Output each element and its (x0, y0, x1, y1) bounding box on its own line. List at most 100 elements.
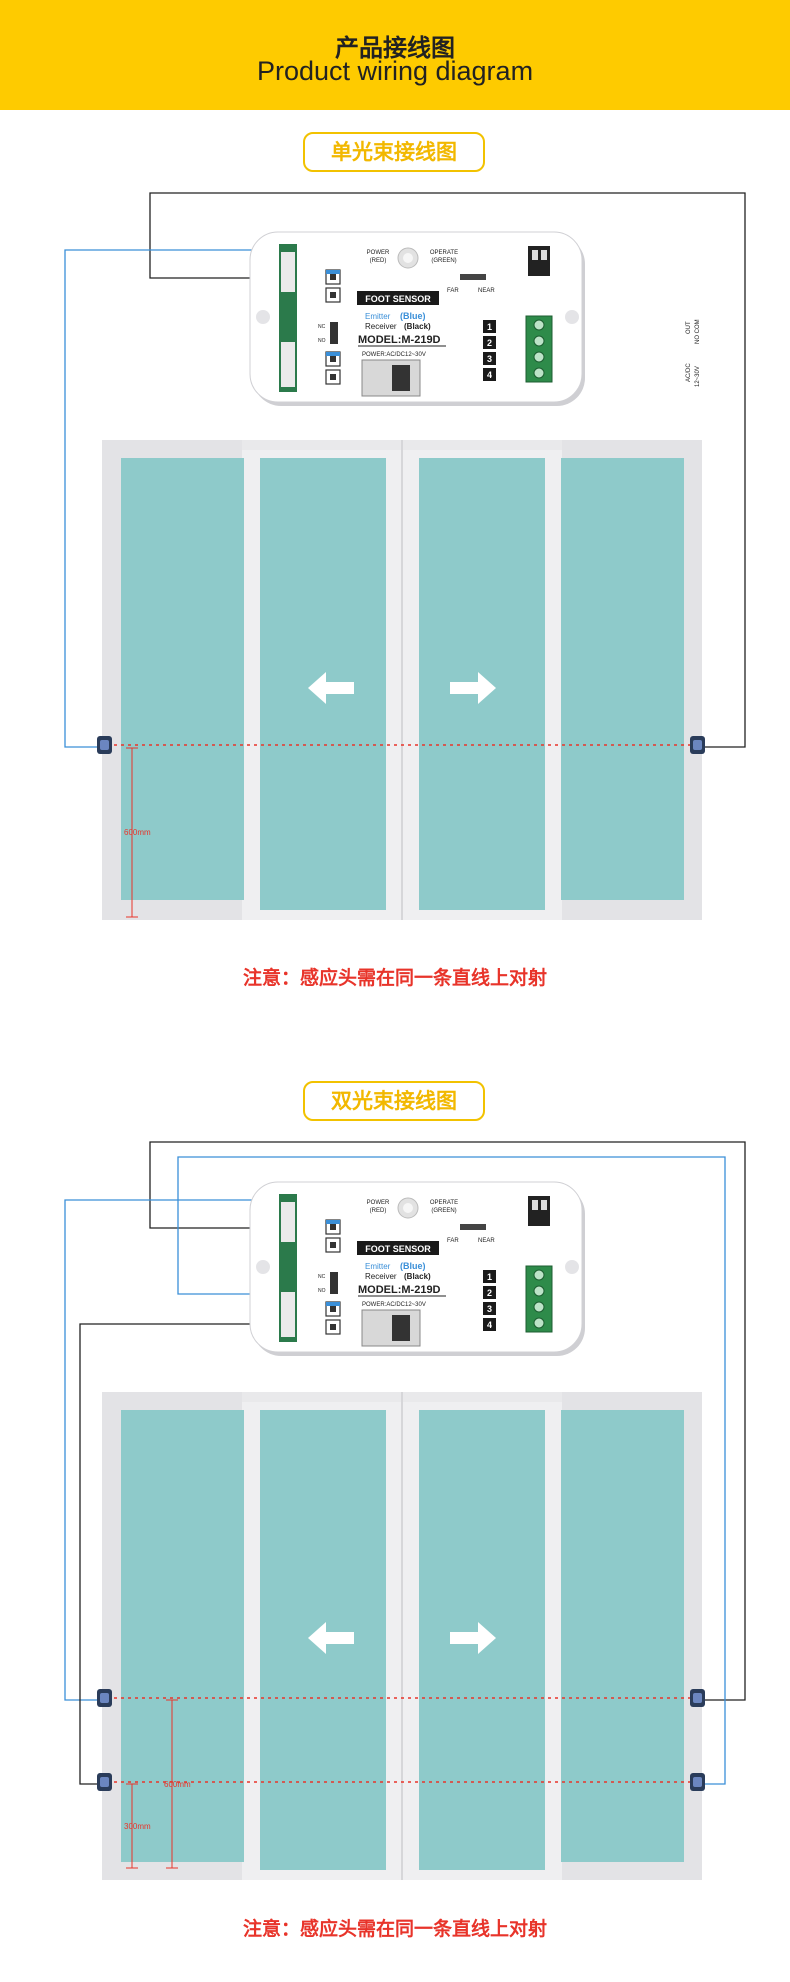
no-label: NO (318, 338, 326, 344)
receiver-wire-2 (79, 1323, 280, 1785)
emitter-sensor-lower-icon (97, 1773, 112, 1791)
sliding-door (102, 1392, 702, 1880)
operate-led-color-label: (GREEN) (431, 258, 456, 264)
receiver-label: Receiver (365, 1272, 397, 1281)
terminal-number: 2 (487, 1288, 492, 1298)
height-label-upper: 600mm (164, 1780, 191, 1789)
receiver-sensor-lower-icon (690, 1773, 705, 1791)
component-window (361, 359, 421, 397)
power-spec-label: POWER:AC/DC12~30V (362, 1302, 426, 1308)
terminal-screw (533, 1301, 545, 1313)
range-slider (460, 1224, 486, 1230)
power-led-color-label: (RED) (370, 1208, 387, 1214)
dip-switch-toggle (541, 250, 547, 260)
receiver-sensor-upper-icon (690, 1689, 705, 1707)
emitter-jack-mark (326, 352, 340, 356)
component-chip (392, 365, 410, 391)
receiver-wire (149, 192, 746, 748)
operate-led-label: OPERATE (430, 1200, 458, 1206)
emitter-jack-mark (326, 1220, 340, 1224)
header-title-zh: 产品接线图 (335, 34, 455, 62)
pcb-connector (281, 252, 295, 292)
glass-panel (121, 1410, 244, 1862)
supply-label: AC/DC (686, 363, 692, 382)
sliding-door (102, 440, 702, 920)
terminal-screw (533, 319, 545, 331)
far-label: FAR (447, 288, 459, 294)
glass-panel (561, 458, 684, 900)
terminal-number-box (483, 1270, 496, 1283)
pcb-connector (281, 342, 295, 387)
brand-label: FOOT SENSOR (365, 1244, 431, 1254)
arrow-right-icon (450, 672, 496, 704)
terminal-number-box (483, 1286, 496, 1299)
mount-hole (256, 1260, 270, 1274)
height-label-lower: 300mm (124, 1822, 151, 1831)
emitter-wire-1 (64, 1199, 280, 1701)
emitter-color-label: (Blue) (400, 311, 426, 321)
mount-hole (565, 1260, 579, 1274)
near-label: NEAR (478, 288, 495, 294)
arrow-right-icon (450, 1622, 496, 1654)
emitter-jack-mark (326, 1302, 340, 1306)
height-label: 600mm (124, 828, 151, 837)
height-dimension-upper (166, 1699, 178, 1869)
no-label: NO (318, 1288, 326, 1294)
receiver-color-label: (Black) (404, 1272, 431, 1281)
terminal-number: 4 (487, 1320, 492, 1330)
section1-title: 单光束接线图 (303, 132, 485, 172)
pcb-connector (281, 1292, 295, 1337)
jack-pin (330, 356, 336, 362)
terminal-screw (533, 1285, 545, 1297)
operate-led-label: OPERATE (430, 250, 458, 256)
status-led-center (403, 1203, 413, 1213)
terminal-number-box (483, 320, 496, 333)
terminal-number-box (483, 1318, 496, 1331)
terminal-number: 1 (487, 322, 492, 332)
emitter-sensor-upper-icon (97, 1689, 112, 1707)
nc-no-switch (330, 322, 338, 344)
terminal-number: 3 (487, 354, 492, 364)
emitter-label: Emitter (365, 1262, 391, 1271)
terminal-number-box (483, 352, 496, 365)
out-terms-label: NO COM (695, 319, 701, 344)
jack-pin (330, 374, 336, 380)
jack-pin (330, 1306, 336, 1312)
range-slider (460, 274, 486, 280)
emitter-color-label: (Blue) (400, 1261, 426, 1271)
status-led-center (403, 253, 413, 263)
terminal-screw (533, 351, 545, 363)
arrow-left-icon (308, 1622, 354, 1654)
terminal-number-box (483, 368, 496, 381)
emitter-wire (64, 249, 280, 748)
dip-switch-toggle (532, 250, 538, 260)
operate-led-color-label: (GREEN) (431, 1208, 456, 1214)
page-header: 产品接线图 Product wiring diagram (0, 0, 790, 110)
jack-pin (330, 274, 336, 280)
dip-switch-toggle (541, 1200, 547, 1210)
arrow-left-icon (308, 672, 354, 704)
height-dimension-lower (126, 1783, 138, 1869)
jack-pin (330, 292, 336, 298)
near-label: NEAR (478, 1238, 495, 1244)
terminal-number: 2 (487, 338, 492, 348)
jack-pin (330, 1242, 336, 1248)
jack-pin (330, 1224, 336, 1230)
terminal-screw (533, 1317, 545, 1329)
terminal-number: 1 (487, 1272, 492, 1282)
jack-pin (330, 1324, 336, 1330)
component-chip (392, 1315, 410, 1341)
terminal-screw (533, 1269, 545, 1281)
header-title-en: Product wiring diagram (256, 56, 534, 86)
receiver-sensor-icon (690, 736, 705, 754)
brand-label: FOOT SENSOR (365, 294, 431, 304)
section2-note: 注意：感应头需在同一条直线上对射 (242, 1918, 547, 1940)
glass-panel (561, 1410, 684, 1862)
emitter-sensor-icon (97, 736, 112, 754)
mount-hole (256, 310, 270, 324)
power-led-color-label: (RED) (370, 258, 387, 264)
